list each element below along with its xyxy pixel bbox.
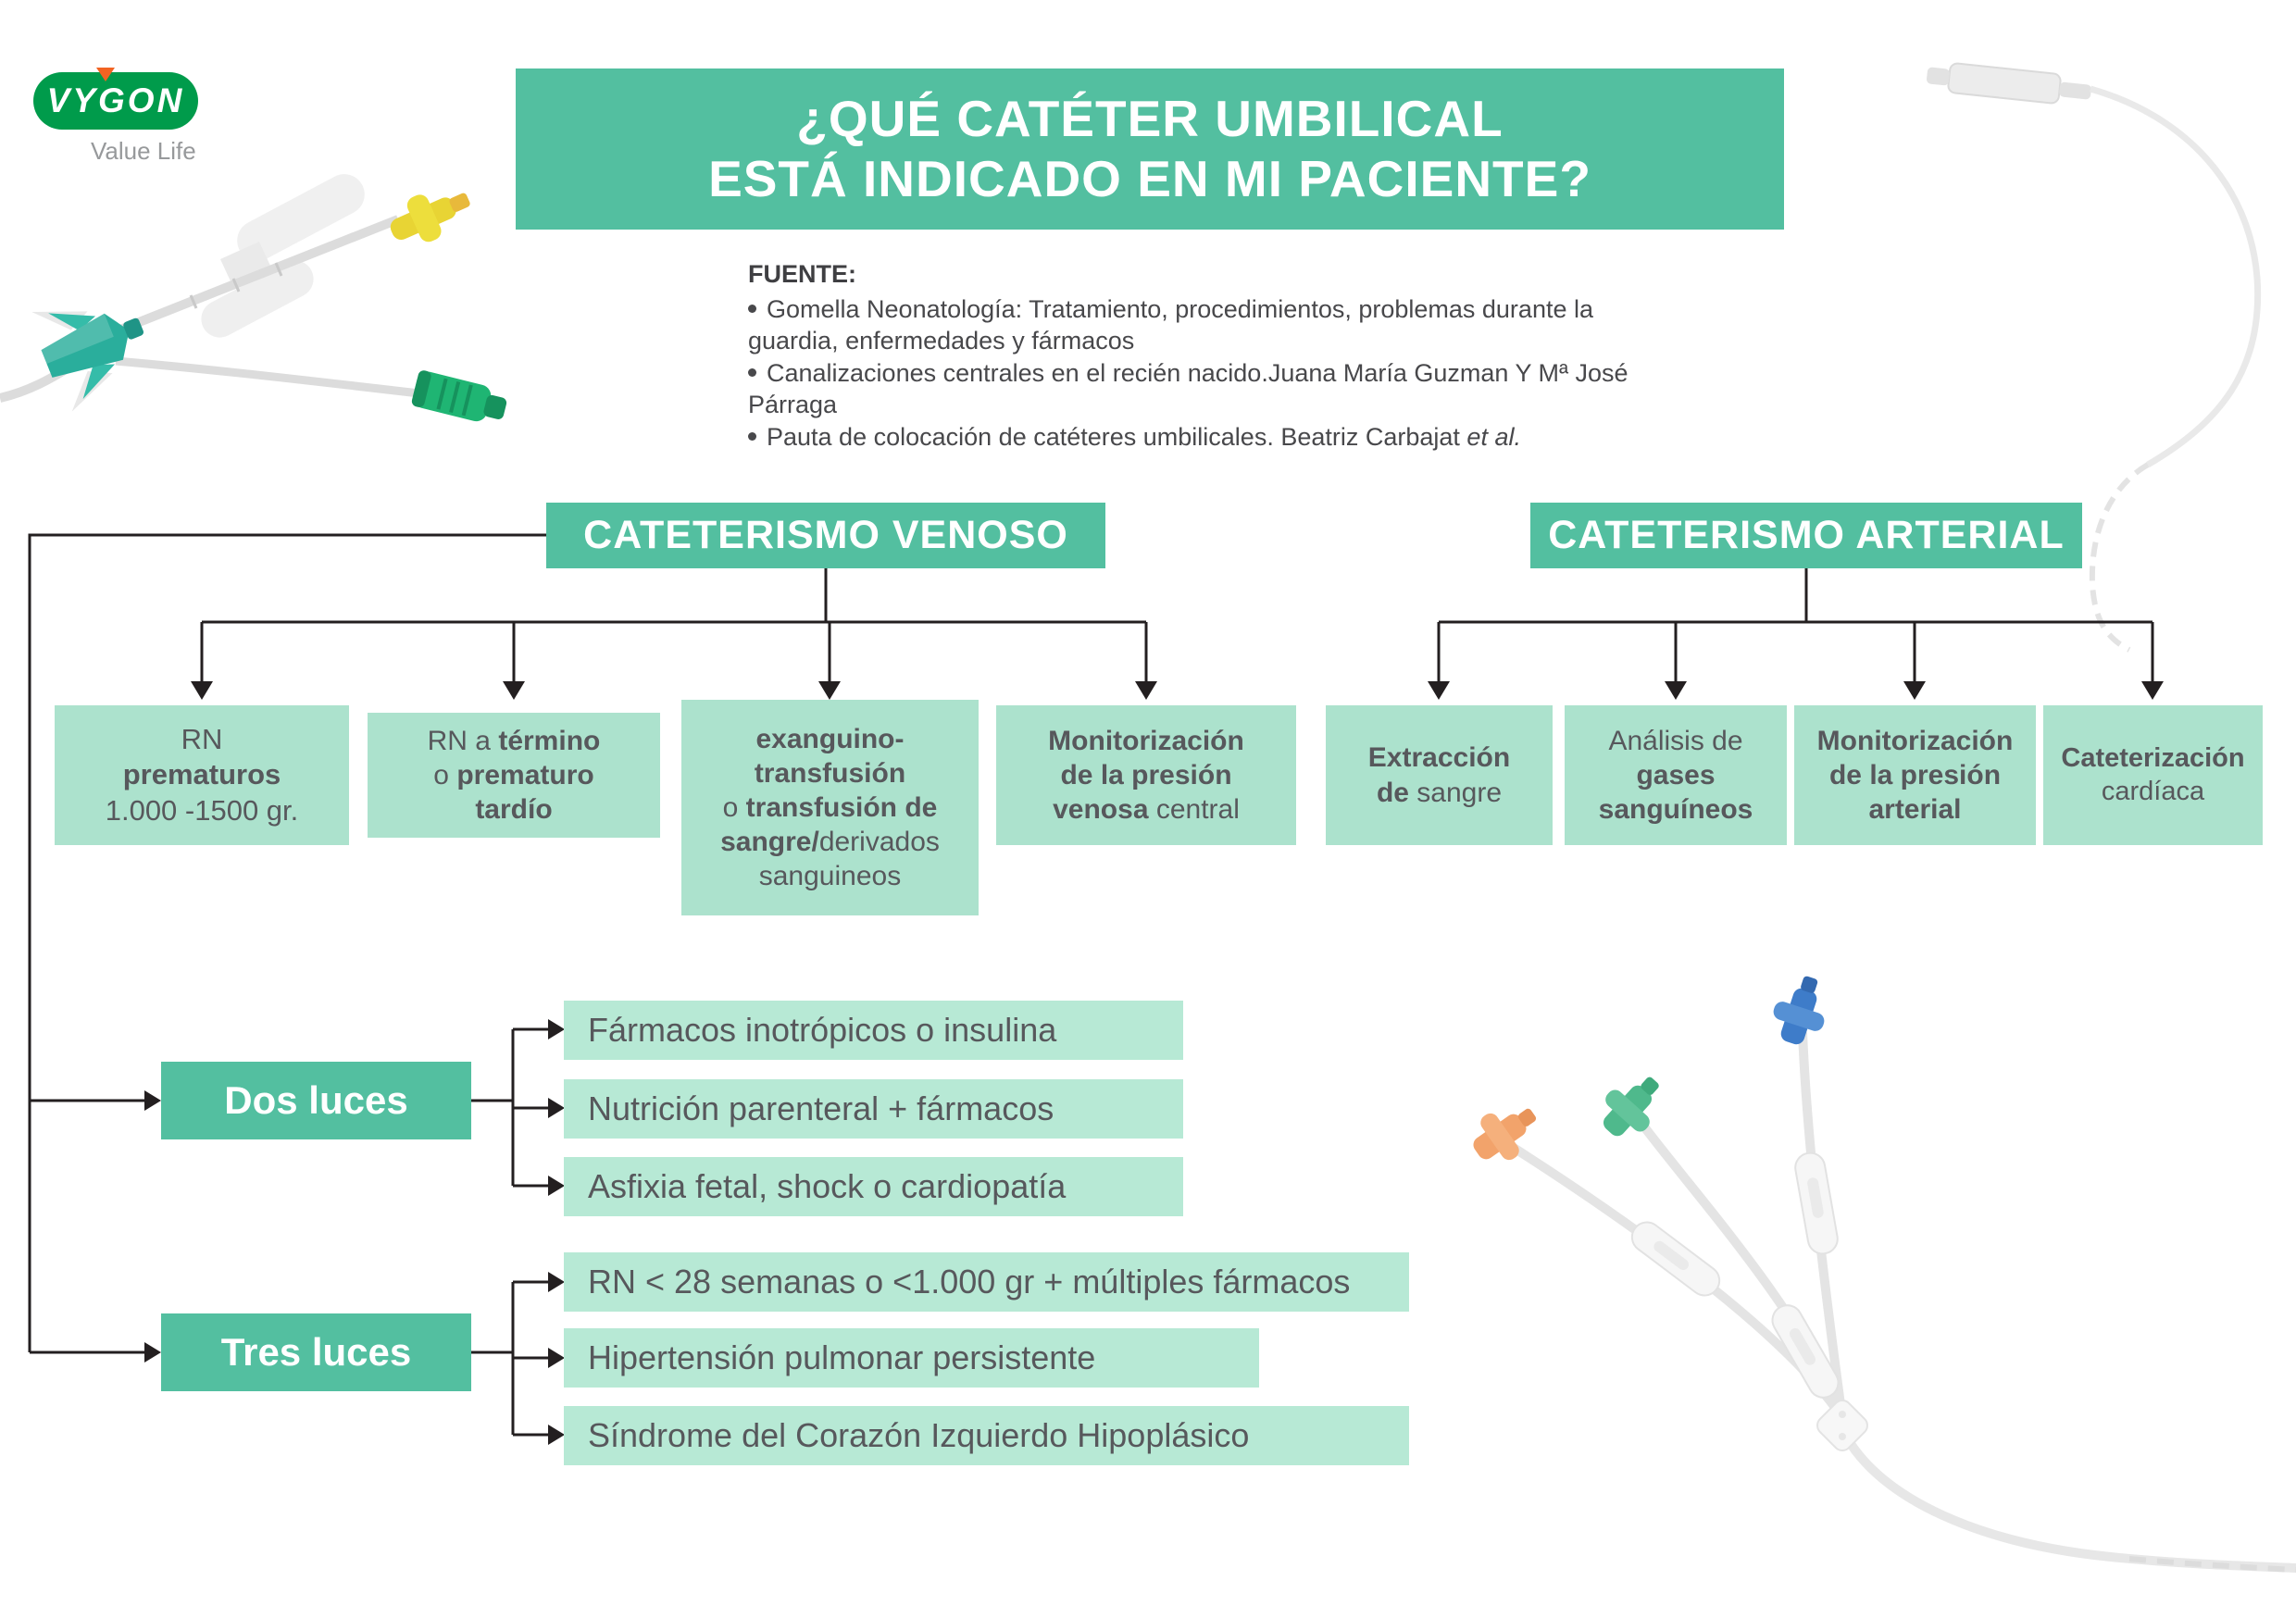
green-connector: [1603, 1077, 1659, 1137]
bullet-icon: [748, 432, 756, 442]
pinch-clamp: [1630, 1221, 1721, 1297]
logo-oval: VYGON: [33, 68, 198, 130]
dos-luces-label: Dos luces: [161, 1062, 471, 1139]
venoso-tree-lines: [200, 568, 1148, 681]
source-item: Canalizaciones centrales en el recién na…: [748, 358, 1665, 420]
bullet-icon: [748, 368, 756, 378]
logo-text: VYGON: [46, 81, 185, 119]
branch-arterial-title: CATETERISMO ARTERIAL: [1530, 503, 2082, 568]
catheter-illustration-bottom-right: [1473, 976, 2296, 1573]
box-text: Extracción de sangre: [1367, 742, 1511, 808]
arterial-tree-lines: [1437, 568, 2154, 681]
ghost-connectors: [201, 174, 365, 338]
catheter-illustration-top-right: [1927, 62, 2262, 653]
right-arrowheads: [144, 1019, 565, 1445]
box-text: exanguino- transfusión o transfusión de …: [720, 723, 940, 892]
source-block: FUENTE: Gomella Neonatología: Tratamient…: [748, 259, 1665, 455]
branch-venoso-title: CATETERISMO VENOSO: [546, 503, 1105, 568]
bullet-icon: [748, 305, 756, 314]
source-label: FUENTE:: [748, 260, 856, 288]
tres-luces-item-3: Síndrome del Corazón Izquierdo Hipoplási…: [564, 1406, 1409, 1465]
source-item-text: Pauta de colocación de catéteres umbilic…: [767, 423, 1521, 452]
dos-luces-item-2: Nutrición parenteral + fármacos: [564, 1079, 1183, 1139]
vygon-logo: VYGON Value Life: [33, 68, 198, 166]
junction-piece: [1816, 1400, 1868, 1451]
blue-connector: [1773, 976, 1825, 1045]
arterial-box-gases-sanguineos: Análisis de gases sanguíneos: [1565, 705, 1787, 845]
down-arrowheads: [191, 681, 2164, 700]
logo-tagline: Value Life: [91, 137, 196, 165]
teal-hub: [31, 311, 144, 412]
venoso-box-rn-prematuros: RN prematuros 1.000 -1500 gr.: [55, 705, 349, 845]
box-text: Cateterización cardíaca: [2061, 742, 2245, 806]
box-text: Análisis de gases sanguíneos: [1598, 725, 1753, 826]
green-cap: [411, 370, 507, 422]
arterial-box-extraccion-sangre: Extracción de sangre: [1326, 705, 1553, 845]
tres-luces-item-1: RN < 28 semanas o <1.000 gr + múltiples …: [564, 1252, 1409, 1312]
box-text: Monitorización de la presión arterial: [1816, 725, 2014, 826]
arterial-box-cateterizacion-cardiaca: Cateterización cardíaca: [2043, 705, 2263, 845]
dos-luces-item-1: Fármacos inotrópicos o insulina: [564, 1001, 1183, 1060]
page-title-line1: ¿QUÉ CATÉTER UMBILICAL: [796, 90, 1504, 148]
source-item: Pauta de colocación de catéteres umbilic…: [748, 422, 1665, 453]
gray-connector: [1927, 62, 2091, 105]
dos-luces-item-3: Asfixia fetal, shock o cardiopatía: [564, 1157, 1183, 1216]
pinch-clamp: [1794, 1151, 1839, 1255]
box-text: RN a término o prematuro tardío: [427, 725, 601, 826]
yellow-connector: [390, 193, 470, 243]
source-item-text: Canalizaciones centrales en el recién na…: [748, 359, 1628, 418]
source-item-text: Gomella Neonatología: Tratamiento, proce…: [748, 295, 1593, 355]
catheter-illustration-top-left: [0, 174, 507, 422]
arterial-box-presion-arterial: Monitorización de la presión arterial: [1794, 705, 2036, 845]
box-text: RN prematuros 1.000 -1500 gr.: [105, 722, 299, 827]
logo-triangle-icon: [96, 68, 115, 81]
page-title: ¿QUÉ CATÉTER UMBILICAL ESTÁ INDICADO EN …: [516, 68, 1784, 230]
tres-luces-item-2: Hipertensión pulmonar persistente: [564, 1328, 1259, 1388]
venoso-box-rn-termino: RN a término o prematuro tardío: [368, 713, 660, 838]
box-text: Monitorización de la presión venosa cent…: [1048, 725, 1244, 826]
page-title-line2: ESTÁ INDICADO EN MI PACIENTE?: [708, 150, 1591, 207]
venoso-box-presion-venosa: Monitorización de la presión venosa cent…: [996, 705, 1296, 845]
source-item: Gomella Neonatología: Tratamiento, proce…: [748, 294, 1665, 356]
orange-connector: [1473, 1108, 1537, 1161]
venoso-box-exanguino-transfusion: exanguino- transfusión o transfusión de …: [681, 700, 979, 915]
tres-luces-label: Tres luces: [161, 1313, 471, 1391]
pinch-clamp: [1771, 1304, 1840, 1399]
lumen-branch-lines: [28, 533, 548, 1437]
